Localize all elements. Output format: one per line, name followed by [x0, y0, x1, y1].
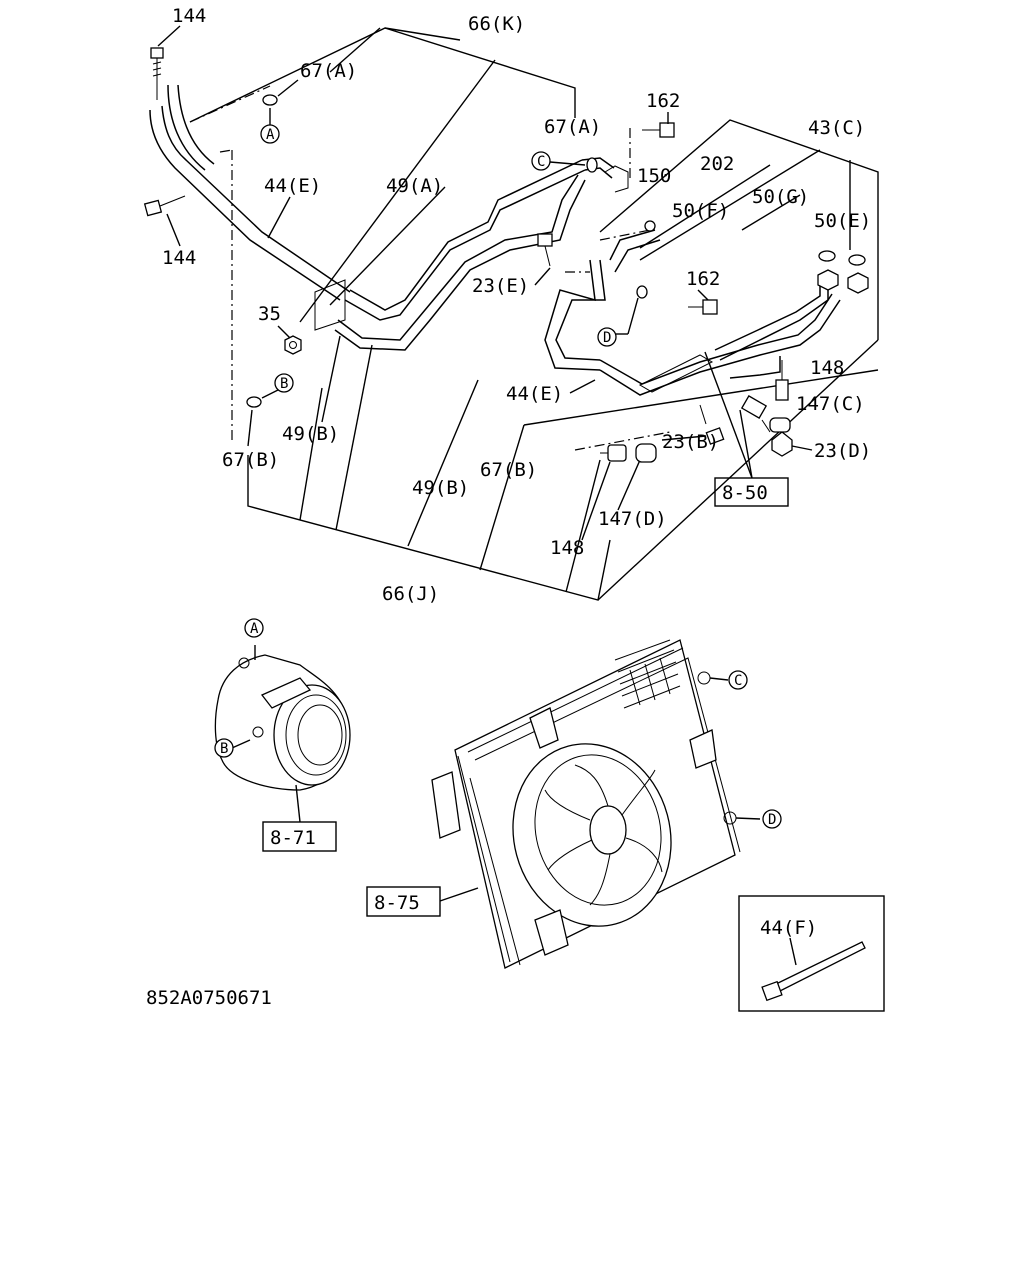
oring-67a-right — [586, 157, 598, 173]
label-144-top: 144 — [172, 5, 206, 27]
label-147d: 147(D) — [598, 508, 667, 530]
valve-148-lower — [600, 444, 627, 462]
connection-markers: A B C D A B C D — [214, 108, 782, 829]
ref-8-71[interactable]: 8-71 — [262, 821, 337, 852]
oring-67b — [246, 396, 262, 408]
label-23b: 23(B) — [662, 431, 719, 453]
bolt-144-top — [150, 47, 164, 100]
label-67a-left: 67(A) — [300, 60, 357, 82]
oring-50g — [818, 250, 836, 262]
label-50f: 50(F) — [672, 200, 729, 222]
label-66j: 66(J) — [382, 583, 439, 605]
oring-50f — [644, 220, 656, 232]
refrigerant-pipes — [149, 84, 841, 396]
label-147c: 147(C) — [796, 393, 865, 415]
svg-text:8-71: 8-71 — [270, 827, 316, 849]
label-67b-center: 67(B) — [480, 459, 537, 481]
nut-50e — [847, 272, 869, 294]
label-44e-upper: 44(E) — [264, 175, 321, 197]
marker-b-lower: B — [220, 741, 228, 757]
label-150: 150 — [637, 165, 671, 187]
label-162-upper: 162 — [646, 90, 680, 112]
label-50g: 50(G) — [752, 186, 809, 208]
label-23d: 23(D) — [814, 440, 871, 462]
label-202: 202 — [700, 153, 734, 175]
label-66k: 66(K) — [468, 13, 525, 35]
bolt-23e — [537, 233, 553, 267]
oring-67a-left — [262, 94, 278, 106]
diagram-code: 852A0750671 — [146, 987, 272, 1009]
fasteners — [143, 47, 869, 463]
fan-blades — [544, 764, 663, 906]
label-44f: 44(F) — [760, 917, 817, 939]
valve-148 — [775, 360, 789, 401]
marker-c-lower: C — [734, 673, 742, 689]
marker-d-lower: D — [768, 812, 776, 828]
part-labels: 144 144 66(K) 67(A) 67(A) 162 43(C) 150 … — [146, 5, 871, 1009]
label-67a-right: 67(A) — [544, 116, 601, 138]
marker-a-lower: A — [250, 621, 259, 637]
inset-44f — [738, 895, 885, 1012]
label-50e: 50(E) — [814, 210, 871, 232]
reference-boxes: 8-50 8-71 8-75 — [262, 477, 789, 917]
bolt-162-lower — [688, 299, 718, 315]
condenser-fins — [614, 639, 681, 709]
ref-8-75[interactable]: 8-75 — [366, 886, 441, 917]
cap-147c — [769, 417, 791, 433]
label-43c: 43(C) — [808, 117, 865, 139]
marker-a-upper: A — [266, 127, 275, 143]
ref-8-50[interactable]: 8-50 — [714, 477, 789, 507]
label-162-lower: 162 — [686, 268, 720, 290]
nut-50g — [817, 269, 839, 291]
compressor — [214, 645, 351, 823]
bolt-162-upper — [642, 122, 675, 138]
bracket-150 — [604, 165, 629, 193]
marker-d-upper: D — [603, 330, 611, 346]
oring-d — [636, 285, 648, 299]
nut-35 — [284, 335, 302, 355]
marker-b-upper: B — [280, 376, 288, 392]
label-148-right: 148 — [810, 357, 844, 379]
bolt-144-left — [143, 195, 186, 217]
bolt-23b — [699, 404, 725, 445]
cap-147d — [635, 443, 657, 463]
leader-lines — [189, 27, 879, 601]
label-67b-left: 67(B) — [222, 449, 279, 471]
svg-text:8-50: 8-50 — [722, 482, 768, 504]
switch-part — [740, 395, 768, 419]
label-23e: 23(E) — [472, 275, 529, 297]
label-44e-lower: 44(E) — [506, 383, 563, 405]
svg-text:8-75: 8-75 — [374, 892, 420, 914]
label-49a: 49(A) — [386, 175, 443, 197]
label-148-lower: 148 — [550, 537, 584, 559]
label-49b-left: 49(B) — [282, 423, 339, 445]
label-144-left: 144 — [162, 247, 196, 269]
label-35: 35 — [258, 303, 281, 325]
condenser-fan-assembly — [431, 639, 761, 969]
marker-c-upper: C — [537, 154, 545, 170]
oring-50e — [848, 254, 866, 266]
label-49b-center: 49(B) — [412, 477, 469, 499]
